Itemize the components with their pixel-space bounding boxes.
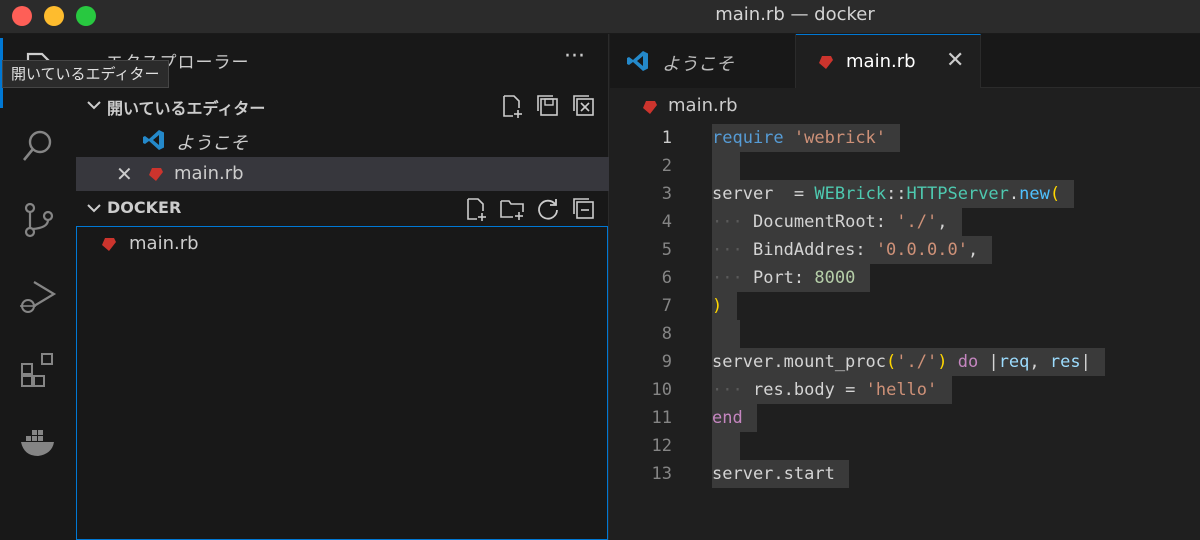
code-text: ) bbox=[712, 292, 737, 320]
code-text: ··· DocumentRoot: './', bbox=[712, 208, 962, 236]
line-number: 2 bbox=[661, 156, 672, 176]
line-number: 11 bbox=[651, 408, 672, 428]
run-debug-icon[interactable] bbox=[18, 276, 58, 316]
code-text bbox=[712, 152, 740, 180]
refresh-icon[interactable] bbox=[535, 196, 561, 222]
code-line: 11 end bbox=[610, 404, 1200, 432]
code-line: 12 bbox=[610, 432, 1200, 460]
code-text bbox=[712, 320, 740, 348]
open-editor-label: main.rb bbox=[174, 163, 244, 184]
code-line: 2 bbox=[610, 152, 1200, 180]
workspace-toolbar bbox=[463, 196, 599, 222]
code-text bbox=[712, 432, 740, 460]
code-line: 3 server = WEBrick::HTTPServer.new( bbox=[610, 180, 1200, 208]
code-line: 10 ··· res.body = 'hello' bbox=[610, 376, 1200, 404]
tab-main-rb[interactable]: main.rb ✕ bbox=[796, 34, 981, 88]
close-tab-icon[interactable]: ✕ bbox=[946, 48, 965, 73]
tab-label: main.rb bbox=[846, 51, 916, 72]
line-number: 9 bbox=[661, 352, 672, 372]
tab-bar: ようこそ main.rb ✕ bbox=[610, 34, 1200, 88]
title-bar: main.rb — docker bbox=[0, 0, 1200, 34]
line-number: 13 bbox=[651, 464, 672, 484]
minimize-window-button[interactable] bbox=[44, 6, 64, 26]
code-line: 4 ··· DocumentRoot: './', bbox=[610, 208, 1200, 236]
line-number: 3 bbox=[661, 184, 672, 204]
activity-bar bbox=[0, 34, 76, 540]
tab-welcome[interactable]: ようこそ bbox=[610, 34, 796, 88]
breadcrumb-file: main.rb bbox=[668, 95, 738, 116]
open-editors-toolbar bbox=[499, 93, 599, 119]
editor-area: ようこそ main.rb ✕ main.rb 1 require 'webric… bbox=[610, 34, 1200, 540]
code-text: end bbox=[712, 404, 757, 432]
ruby-icon bbox=[819, 56, 833, 69]
code-text: server.mount_proc('./') do |req, res| bbox=[712, 348, 1106, 376]
code-line: 5 ··· BindAddres: '0.0.0.0', bbox=[610, 236, 1200, 264]
save-all-icon[interactable] bbox=[535, 93, 561, 119]
chevron-down-icon bbox=[87, 204, 101, 213]
vscode-icon bbox=[627, 51, 648, 71]
code-text: server.start bbox=[712, 460, 850, 488]
code-text: require 'webrick' bbox=[712, 124, 901, 152]
docker-icon[interactable] bbox=[18, 422, 58, 462]
open-editor-label: ようこそ bbox=[176, 133, 248, 154]
code-line: 7 ) bbox=[610, 292, 1200, 320]
code-line: 1 require 'webrick' bbox=[610, 124, 1200, 152]
open-editors-label: 開いているエディター bbox=[107, 99, 266, 118]
open-editor-item-main-rb[interactable]: ✕ main.rb bbox=[76, 157, 609, 191]
code-text: ··· BindAddres: '0.0.0.0', bbox=[712, 236, 993, 264]
new-untitled-file-icon[interactable] bbox=[499, 93, 525, 119]
ruby-icon bbox=[643, 101, 657, 114]
explorer-sidebar: エクスプローラー ··· 開いているエディター ようこそ bbox=[76, 34, 609, 540]
code-line: 13 server.start bbox=[610, 460, 1200, 488]
code-text: ··· res.body = 'hello' bbox=[712, 376, 952, 404]
line-number: 5 bbox=[661, 240, 672, 260]
code-line: 6 ··· Port: 8000 bbox=[610, 264, 1200, 292]
close-editor-icon[interactable]: ✕ bbox=[116, 162, 133, 186]
maximize-window-button[interactable] bbox=[76, 6, 96, 26]
line-number: 10 bbox=[651, 380, 672, 400]
chevron-down-icon bbox=[87, 101, 101, 110]
open-editors-section-header[interactable]: 開いているエディター bbox=[76, 89, 609, 123]
extensions-icon[interactable] bbox=[18, 350, 58, 390]
more-actions-button[interactable]: ··· bbox=[564, 44, 585, 69]
new-folder-icon[interactable] bbox=[499, 196, 525, 222]
line-number: 1 bbox=[661, 128, 672, 148]
vscode-icon bbox=[143, 130, 164, 150]
file-label: main.rb bbox=[129, 233, 199, 254]
line-number: 12 bbox=[651, 436, 672, 456]
tab-label: ようこそ bbox=[662, 54, 734, 75]
line-number: 8 bbox=[661, 324, 672, 344]
ruby-icon bbox=[102, 238, 116, 251]
active-indicator bbox=[0, 38, 3, 108]
workspace-label: DOCKER bbox=[107, 198, 182, 217]
line-number: 7 bbox=[661, 296, 672, 316]
new-file-icon[interactable] bbox=[463, 196, 489, 222]
window-title: main.rb — docker bbox=[715, 4, 875, 25]
workspace-tree: main.rb bbox=[76, 226, 608, 540]
open-editor-item-welcome[interactable]: ようこそ bbox=[76, 123, 609, 157]
breadcrumb[interactable]: main.rb bbox=[610, 92, 1200, 122]
ruby-icon bbox=[149, 168, 163, 181]
code-text: ··· Port: 8000 bbox=[712, 264, 870, 292]
collapse-all-icon[interactable] bbox=[571, 196, 597, 222]
line-number: 6 bbox=[661, 268, 672, 288]
line-number: 4 bbox=[661, 212, 672, 232]
code-line: 9 server.mount_proc('./') do |req, res| bbox=[610, 348, 1200, 376]
search-icon[interactable] bbox=[18, 126, 58, 166]
close-window-button[interactable] bbox=[12, 6, 32, 26]
workspace-section-header[interactable]: DOCKER bbox=[76, 192, 609, 226]
tooltip: 開いているエディター bbox=[2, 60, 169, 88]
file-item-main-rb[interactable]: main.rb bbox=[77, 227, 607, 261]
close-all-editors-icon[interactable] bbox=[571, 93, 597, 119]
code-line: 8 bbox=[610, 320, 1200, 348]
source-control-icon[interactable] bbox=[18, 200, 58, 240]
code-text: server = WEBrick::HTTPServer.new( bbox=[712, 180, 1075, 208]
